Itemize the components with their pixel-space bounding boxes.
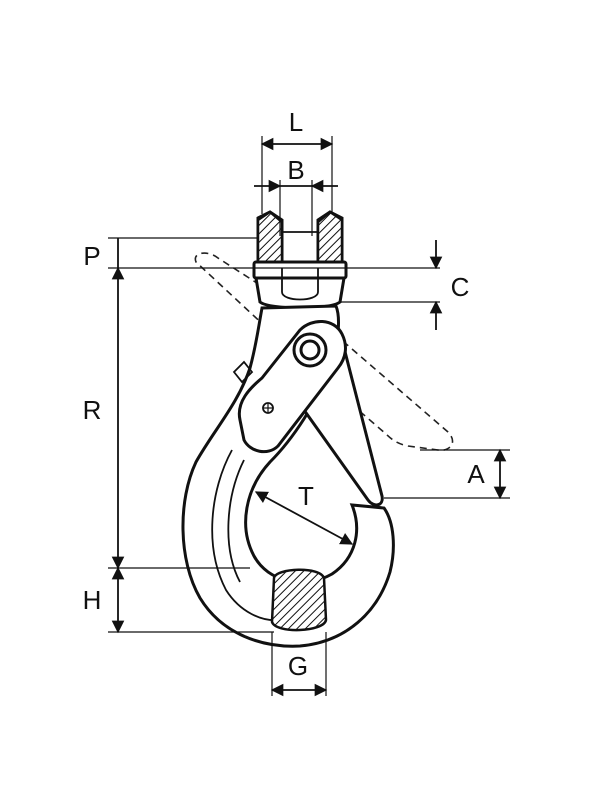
dimension-B: B	[254, 155, 338, 236]
dimension-C: C	[340, 240, 469, 330]
dimension-T: T	[254, 481, 354, 545]
lever-arm	[232, 320, 347, 454]
label-A: A	[467, 459, 485, 489]
dimension-A: A	[384, 448, 510, 500]
dimension-L: L	[260, 107, 334, 214]
dimension-G: G	[270, 632, 328, 697]
swivel-clevis	[252, 210, 348, 310]
label-H: H	[83, 585, 102, 615]
label-C: C	[451, 272, 470, 302]
dimension-H: H	[83, 566, 274, 634]
label-G: G	[288, 651, 308, 681]
dimension-P: P	[83, 237, 440, 271]
dimension-R: R	[83, 266, 250, 570]
label-B: B	[287, 155, 304, 185]
label-P: P	[83, 241, 100, 271]
label-L: L	[289, 107, 303, 137]
label-R: R	[83, 395, 102, 425]
label-T: T	[298, 481, 314, 511]
latch-open-dashed-outline	[194, 252, 454, 452]
hook-body	[181, 304, 395, 648]
